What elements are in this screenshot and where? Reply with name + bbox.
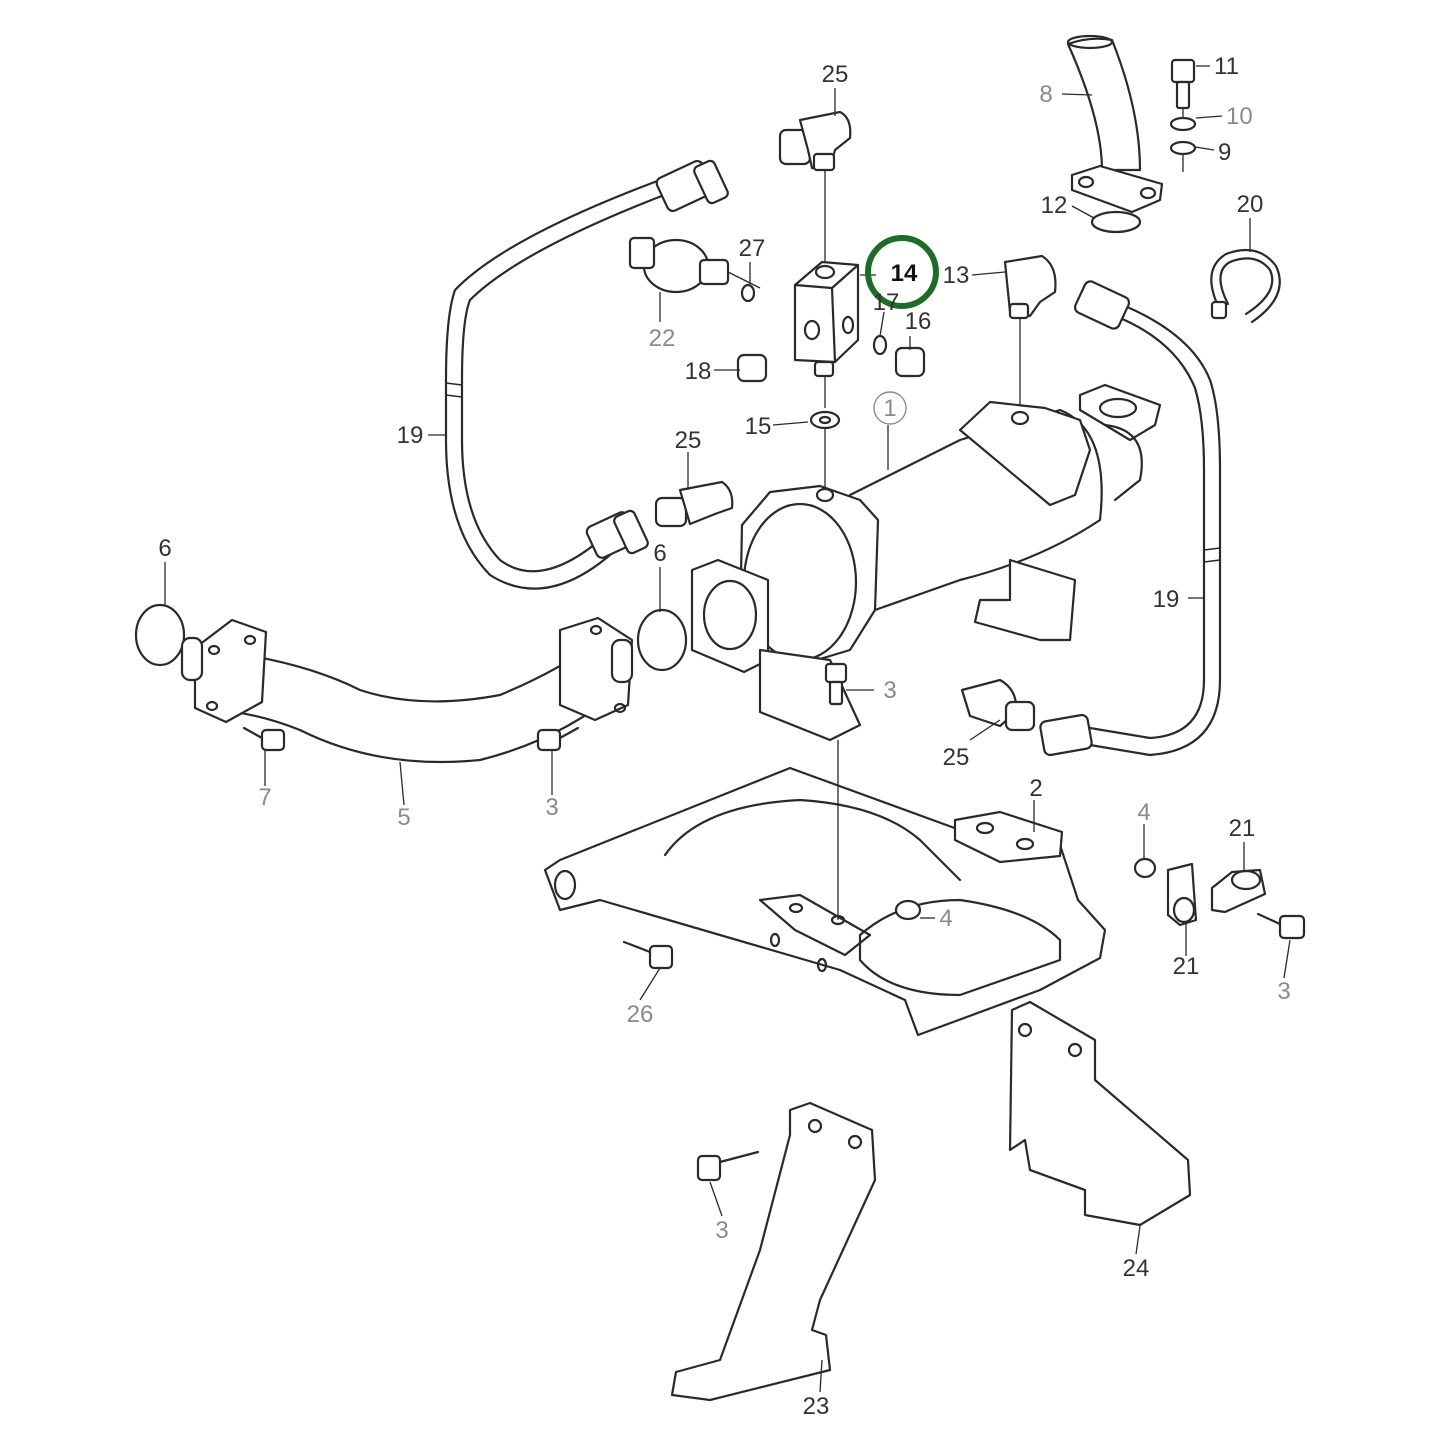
highlight-ring-14	[865, 235, 939, 309]
callout-3-lower: 3	[715, 1217, 728, 1244]
washer-15	[809, 410, 841, 430]
plug-16	[894, 346, 926, 378]
callout-3-clip: 3	[1277, 978, 1290, 1005]
pressure-sensor-22	[628, 236, 761, 294]
bolt-3-pipe	[536, 726, 580, 752]
callout-17: 17	[873, 289, 900, 316]
gasket-6-right	[636, 608, 688, 672]
hose-fitting-lower-right	[1039, 713, 1093, 757]
callout-3-cooler: 3	[883, 677, 896, 704]
washer-27	[740, 283, 756, 303]
elbow-fitting-13	[1003, 254, 1057, 320]
hose-fitting-upper-left	[655, 159, 729, 213]
exhaust-pipe-8	[1066, 34, 1164, 214]
callout-5: 5	[397, 804, 410, 831]
gasket-12	[1090, 210, 1142, 234]
washer-10	[1169, 116, 1197, 132]
callout-labels: 25 11 8 10 9 12 20 27 14 13 17 16 22 18 …	[158, 53, 1290, 1420]
callout-4-bracket: 4	[939, 905, 952, 932]
callout-9: 9	[1218, 139, 1231, 166]
callout-ring-1	[873, 391, 907, 425]
hose-19-right	[1088, 298, 1222, 757]
elbow-fitting-25-mid	[654, 480, 734, 528]
callout-13: 13	[943, 262, 970, 289]
nut-4-clip	[1133, 857, 1157, 879]
bolt-3-cooler	[824, 662, 848, 706]
callout-24: 24	[1123, 1255, 1150, 1282]
callout-19-left: 19	[397, 422, 424, 449]
bolt-3-clip	[1256, 912, 1306, 940]
bolt-7	[242, 726, 286, 752]
callout-7: 7	[258, 784, 271, 811]
callout-26: 26	[627, 1001, 654, 1028]
callout-27: 27	[739, 235, 766, 262]
hose-fitting-upper-right	[1073, 280, 1131, 330]
callout-20: 20	[1237, 191, 1264, 218]
callout-6-left: 6	[158, 535, 171, 562]
callout-25-top: 25	[822, 61, 849, 88]
callout-16: 16	[905, 308, 932, 335]
egr-cooler-1	[690, 383, 1162, 742]
valve-block-14	[793, 260, 860, 378]
callout-18: 18	[685, 358, 712, 385]
callout-11: 11	[1214, 53, 1239, 80]
nut-4-bracket	[894, 899, 922, 921]
clip-21-right	[1210, 868, 1267, 914]
callout-21-lower: 21	[1173, 953, 1200, 980]
callout-25-mid: 25	[675, 427, 702, 454]
bolt-3-lower	[696, 1150, 760, 1182]
callout-22: 22	[649, 325, 676, 352]
callout-1: 1	[883, 395, 896, 422]
callout-3-pipe: 3	[545, 794, 558, 821]
bracket-2	[543, 766, 1107, 1037]
plug-18	[736, 353, 768, 383]
elbow-fitting-25-top	[778, 110, 852, 172]
callout-8: 8	[1039, 81, 1052, 108]
clamp-ring-20	[1210, 248, 1281, 324]
callout-14: 14	[891, 260, 918, 287]
gasket-6-left	[134, 603, 186, 667]
elbow-fitting-25-low	[960, 678, 1036, 732]
bolt-26	[622, 940, 674, 970]
callout-4-clip: 4	[1137, 799, 1150, 826]
leader-lines	[164, 65, 1291, 1393]
bracket-23	[670, 1101, 877, 1402]
washer-9	[1169, 140, 1197, 156]
washer-17	[872, 334, 888, 356]
bolt-11	[1170, 58, 1196, 110]
callout-15: 15	[745, 413, 772, 440]
callout-21-upper: 21	[1229, 815, 1256, 842]
hose-19-left	[444, 178, 674, 590]
callout-6-right: 6	[653, 540, 666, 567]
callout-2: 2	[1029, 775, 1042, 802]
bracket-24	[1008, 1000, 1192, 1227]
callout-10: 10	[1226, 103, 1253, 130]
hose-fitting-lower-left	[585, 509, 649, 559]
callout-25-low: 25	[943, 744, 970, 771]
clip-21-left	[1166, 862, 1198, 927]
callout-19-right: 19	[1153, 586, 1180, 613]
callout-23: 23	[803, 1393, 830, 1420]
callout-12: 12	[1041, 192, 1068, 219]
exhaust-pipe-5	[180, 616, 634, 764]
